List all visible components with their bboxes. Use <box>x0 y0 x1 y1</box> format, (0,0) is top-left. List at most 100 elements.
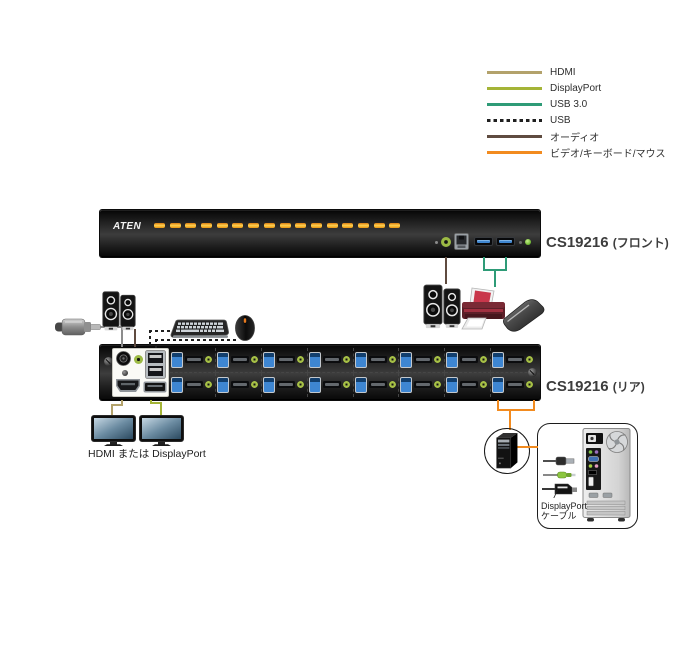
front-usb3-port <box>474 237 493 246</box>
usb-b-port <box>354 351 367 368</box>
mouse-icon <box>233 312 257 342</box>
kvm-cable-line <box>514 446 538 448</box>
front-label-dot <box>435 241 438 244</box>
port-led <box>373 223 385 228</box>
hdmi-line <box>121 400 123 406</box>
usb3-line <box>494 269 496 287</box>
legend-swatch <box>487 102 542 106</box>
rear-panel-label: CS19216 (リア) <box>546 378 645 395</box>
port-led <box>185 223 197 228</box>
console-audio-jack <box>134 355 143 364</box>
power-line <box>121 326 123 347</box>
displayport-port <box>230 356 249 364</box>
kvm-cable-line <box>497 400 499 411</box>
displayport-port <box>185 381 203 389</box>
kvm-port-group <box>261 348 308 373</box>
port-led <box>357 223 369 228</box>
rj45-port <box>454 233 469 250</box>
kvm-cable-line <box>533 400 535 411</box>
power-adapter-icon <box>55 314 101 340</box>
audio-jack <box>296 381 304 389</box>
port-led <box>248 223 260 228</box>
legend-swatch <box>487 150 542 154</box>
port-led <box>342 223 354 228</box>
usb-b-port <box>446 376 459 393</box>
usb-b-port <box>400 376 413 393</box>
rear-model: CS19216 <box>546 378 609 395</box>
screw-icon <box>104 357 113 366</box>
port-led <box>154 223 165 228</box>
legend-row: HDMI <box>487 64 666 80</box>
audio-jack <box>526 381 534 389</box>
displayport-port <box>414 356 433 364</box>
legend-swatch <box>487 86 542 90</box>
legend-label: HDMI <box>550 66 576 78</box>
usb-b-port <box>400 351 413 368</box>
legend-swatch <box>487 118 542 122</box>
kvm-port-group <box>445 372 492 397</box>
displayport-port <box>460 356 479 364</box>
displayport-port <box>230 381 249 389</box>
kvm-port-group <box>354 372 400 397</box>
audio-jack <box>250 381 258 389</box>
scanner-icon <box>501 294 547 334</box>
displayport-port <box>368 356 387 364</box>
audio-jack <box>480 356 488 364</box>
front-model: CS19216 <box>546 234 609 251</box>
usb-cable-icon <box>543 455 579 467</box>
led-strip <box>154 223 401 228</box>
tower-pc-icon <box>493 432 521 470</box>
kvm-port-group <box>491 348 537 373</box>
printer-icon <box>460 287 508 332</box>
usb-line-keyboard <box>149 330 170 332</box>
displayport-line <box>150 402 162 404</box>
displayport-port <box>506 381 525 389</box>
console-port-section <box>112 348 169 397</box>
displayport-port <box>506 356 525 364</box>
kvm-port-group <box>399 372 446 397</box>
audio-cable-icon <box>543 470 579 480</box>
legend-swatch <box>487 70 542 74</box>
kvm-port-group <box>399 348 446 373</box>
audio-jack <box>250 356 258 364</box>
kvm-port-group <box>170 348 216 373</box>
hdmi-line <box>111 404 123 406</box>
usb-b-port <box>492 376 505 393</box>
front-label-dot <box>519 241 522 244</box>
usb-line-mouse <box>155 339 236 341</box>
audio-jack <box>205 381 212 389</box>
front-usb3-port <box>496 237 515 246</box>
port-led <box>326 223 338 228</box>
kvm-port-group <box>170 372 216 397</box>
console-hdmi-port <box>115 378 141 393</box>
monitors-label: HDMI または DisplayPort <box>88 448 206 460</box>
legend-row: USB <box>487 112 666 128</box>
displayport-port <box>276 381 295 389</box>
displayport-port <box>276 356 295 364</box>
usb-b-port <box>216 376 229 393</box>
computer-circle <box>484 428 530 474</box>
legend-row: オーディオ <box>487 128 666 144</box>
port-led <box>216 223 228 228</box>
usb3-line <box>483 257 485 271</box>
usb-b-port <box>171 376 183 393</box>
displayport-cable-icon <box>542 481 582 497</box>
usb-b-port <box>262 351 275 368</box>
port-grid <box>170 348 537 397</box>
usb-b-port <box>308 376 321 393</box>
displayport-port <box>185 356 203 364</box>
audio-jack <box>205 356 212 364</box>
kvm-port-group <box>215 348 262 373</box>
audio-jack <box>388 381 396 389</box>
usb-b-port <box>354 376 367 393</box>
audio-jack <box>526 356 534 364</box>
audio-jack <box>434 381 442 389</box>
legend-label: DisplayPort <box>550 82 602 94</box>
port-led <box>295 223 307 228</box>
audio-jack <box>296 356 304 364</box>
callout-pointer-mark: / <box>554 489 558 501</box>
keyboard-icon <box>167 315 231 341</box>
legend-label: USB <box>550 114 571 126</box>
audio-jack <box>388 356 396 364</box>
audio-jack <box>434 356 442 364</box>
